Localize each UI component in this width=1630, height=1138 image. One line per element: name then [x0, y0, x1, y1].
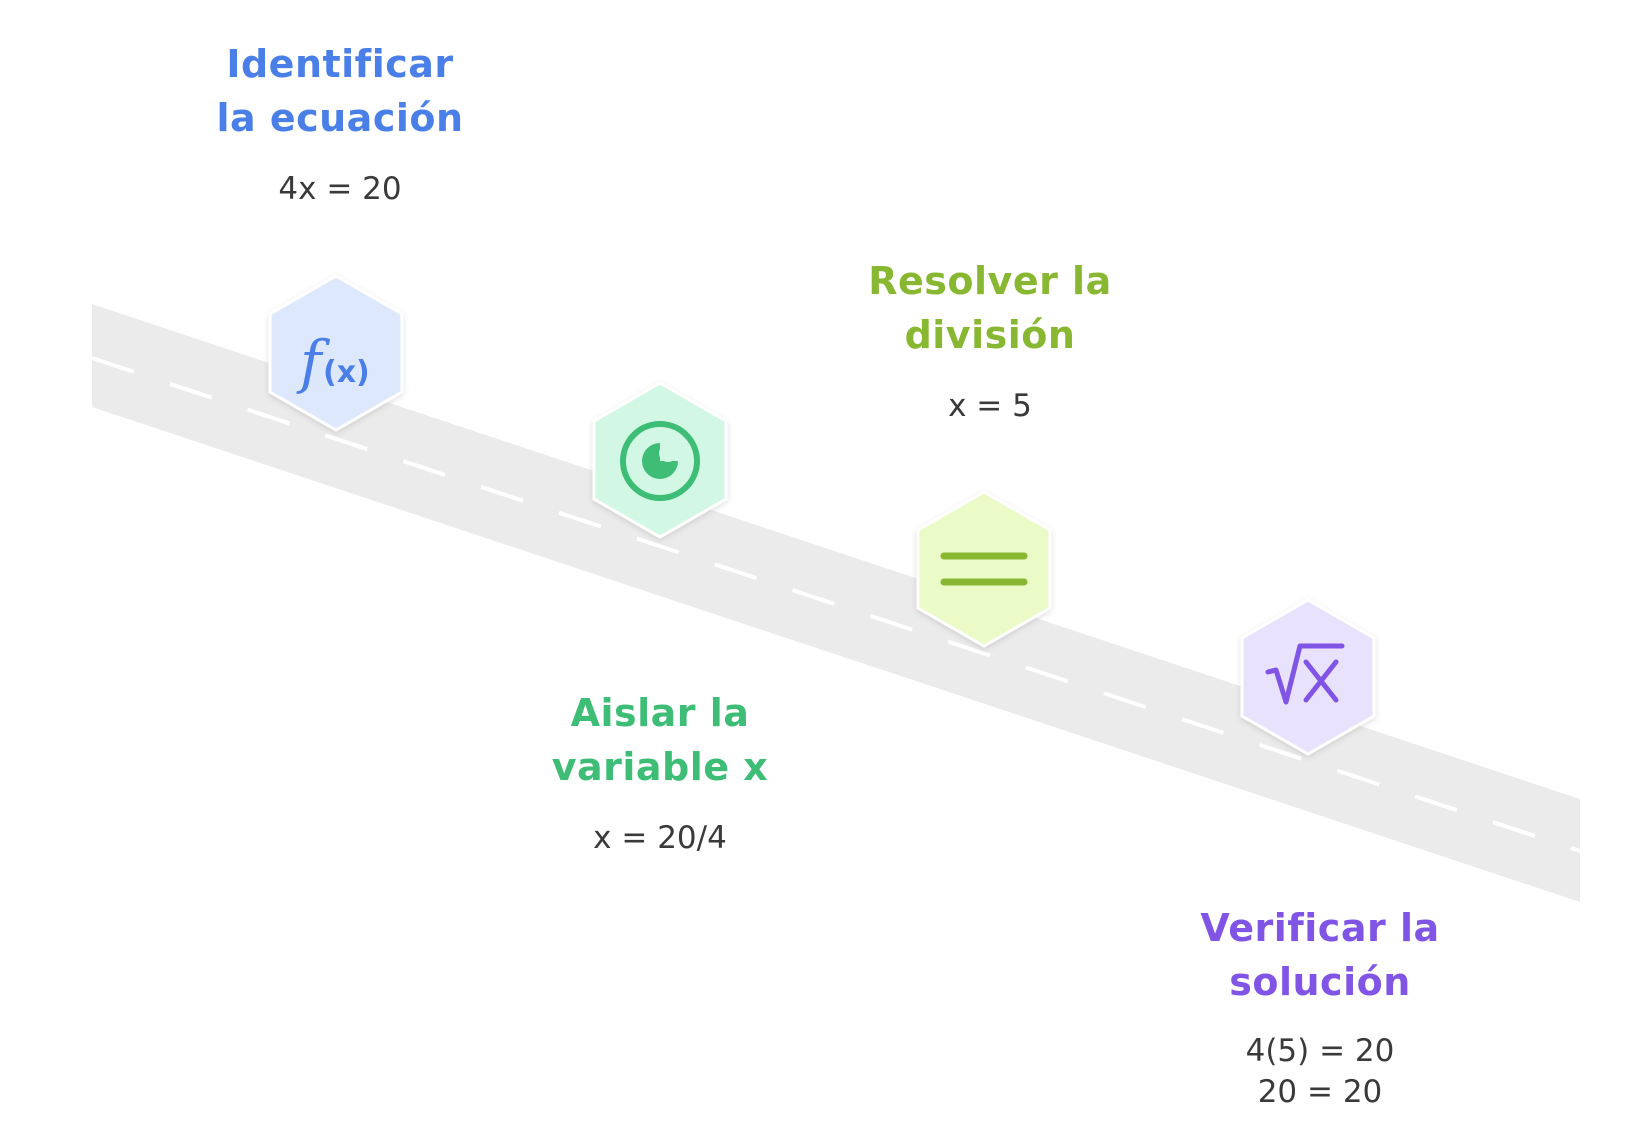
step-4-hexagon — [1240, 598, 1376, 756]
step-1-hexagon — [268, 274, 404, 432]
step-title-line: la ecuación — [216, 96, 464, 140]
step-title: Resolver la división — [790, 254, 1190, 362]
target-icon-ring — [620, 421, 700, 501]
function-icon-x: (x) — [323, 355, 370, 390]
hexagon-shape — [268, 274, 404, 432]
road-center-dashes — [91, 356, 1581, 853]
hexagon-shape — [916, 490, 1052, 648]
square-root-icon-x2 — [1303, 659, 1339, 703]
target-icon — [620, 421, 700, 501]
step-equation: 4(5) = 20 20 = 20 — [1110, 1031, 1530, 1113]
step-title-line: Verificar la — [1200, 906, 1440, 950]
road — [91, 304, 1581, 902]
equation-line: 4(5) = 20 — [1245, 1033, 1395, 1069]
step-title-line: Resolver la — [868, 259, 1112, 303]
step-title: Identificar la ecuación — [160, 37, 520, 145]
step-identify-equation: Identificar la ecuación 4x = 20 — [160, 37, 520, 210]
square-root-icon-radical — [1265, 643, 1345, 705]
step-equation: x = 20/4 — [450, 818, 870, 859]
equation-line: x = 20/4 — [593, 820, 727, 856]
hexagon-shape — [1240, 598, 1376, 756]
step-title-line: división — [904, 313, 1076, 357]
step-equation: 4x = 20 — [160, 169, 520, 210]
step-title-line: solución — [1229, 960, 1411, 1004]
equation-line: 20 = 20 — [1257, 1074, 1383, 1110]
equation-line: 4x = 20 — [278, 171, 402, 207]
target-icon-cutout — [659, 444, 677, 462]
step-isolate-variable: Aislar la variable x x = 20/4 — [450, 686, 870, 859]
step-equation: x = 5 — [790, 386, 1190, 427]
step-3-hexagon — [916, 490, 1052, 648]
step-title: Aislar la variable x — [450, 686, 870, 794]
equals-icon — [940, 552, 1028, 586]
step-title-line: variable x — [551, 745, 769, 789]
step-title: Verificar la solución — [1110, 901, 1530, 1009]
equation-line: x = 5 — [948, 388, 1032, 424]
step-title-line: Identificar — [226, 42, 454, 86]
road-surface — [92, 304, 1580, 902]
step-solve-division: Resolver la división x = 5 — [790, 254, 1190, 427]
square-root-icon — [1265, 643, 1345, 705]
step-title-line: Aislar la — [570, 691, 750, 735]
step-verify-solution: Verificar la solución 4(5) = 20 20 = 20 — [1110, 901, 1530, 1113]
target-icon-center — [642, 443, 678, 479]
